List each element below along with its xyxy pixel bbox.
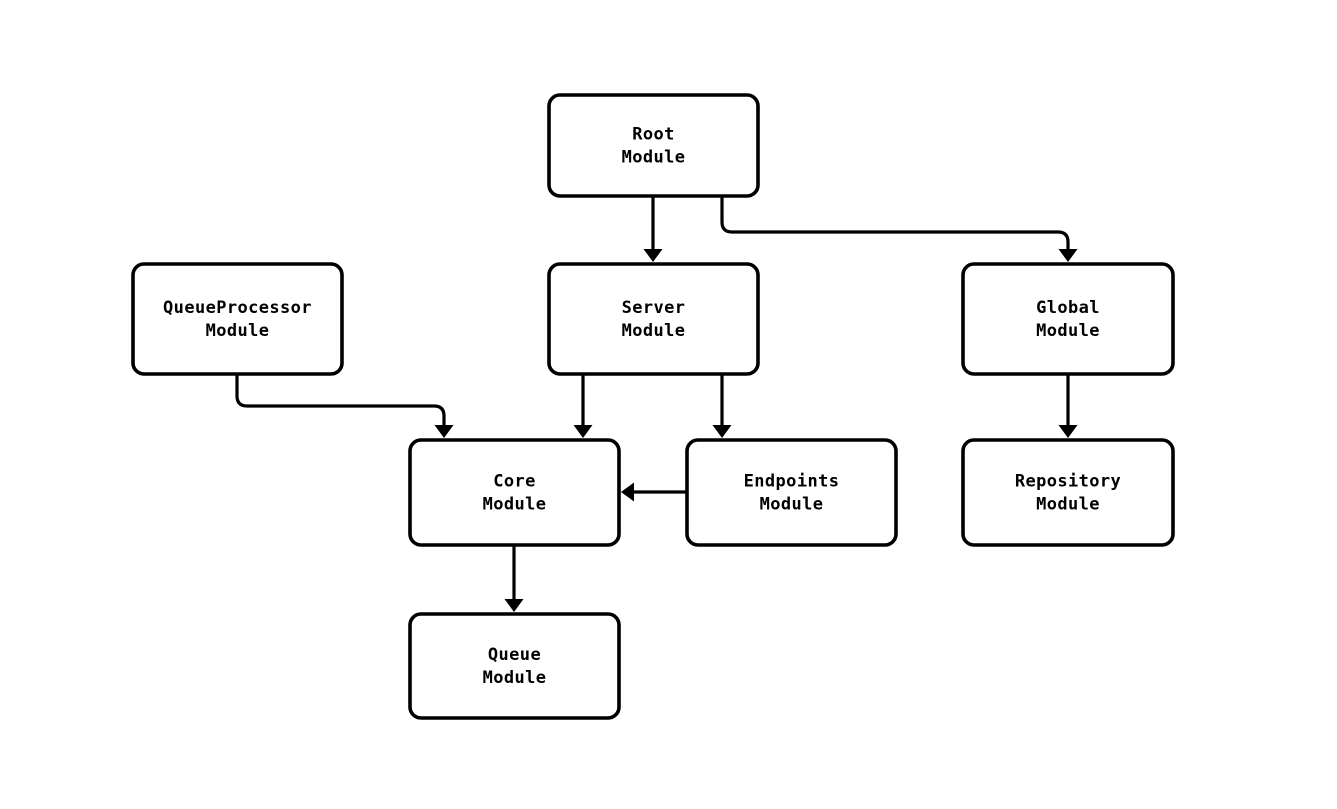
repository-module-node-label-line2: Module xyxy=(1036,495,1100,515)
edge-endpoints-to-core xyxy=(621,482,687,502)
edge-server-to-core-arrowhead-icon xyxy=(573,425,593,438)
edge-core-to-queue xyxy=(504,545,524,612)
core-module-node-label-line1: Core xyxy=(493,472,536,492)
global-module-node-box[interactable] xyxy=(961,262,1175,376)
edge-root-to-server-arrowhead-icon xyxy=(643,249,663,262)
endpoints-module-node-label-line1: Endpoints xyxy=(744,472,840,492)
queue-module-node-label-line2: Module xyxy=(483,668,547,688)
edge-root-to-global xyxy=(720,196,1078,262)
queue-module-node-label-line1: Queue xyxy=(488,645,541,665)
edge-root-to-global-arrowhead-icon xyxy=(1058,249,1078,262)
queueprocessor-module-node-box[interactable] xyxy=(131,262,344,376)
edges-layer xyxy=(235,196,1078,612)
edge-queueprocessor-to-core-arrowhead-icon xyxy=(434,425,454,438)
edge-endpoints-to-core-arrowhead-icon xyxy=(621,482,634,502)
core-module-node-label-line2: Module xyxy=(483,495,547,515)
core-module-node-box[interactable] xyxy=(408,438,621,547)
edge-server-to-endpoints-arrowhead-icon xyxy=(712,425,732,438)
edge-root-to-global-line xyxy=(720,196,1070,252)
edge-root-to-server xyxy=(643,196,663,262)
nodes-layer: RootModuleQueueProcessorModuleServerModu… xyxy=(131,93,1175,720)
global-module-node-label-line2: Module xyxy=(1036,321,1100,341)
edge-core-to-queue-arrowhead-icon xyxy=(504,599,524,612)
endpoints-module-node-label-line2: Module xyxy=(760,495,824,515)
repository-module-node-box[interactable] xyxy=(961,438,1175,547)
server-module-node-label-line1: Server xyxy=(622,298,686,318)
root-module-node-box[interactable] xyxy=(547,93,760,198)
queueprocessor-module-node-label-line1: QueueProcessor xyxy=(163,298,312,318)
root-module-node-label-line2: Module xyxy=(622,148,686,168)
edge-queueprocessor-to-core-line xyxy=(235,374,446,428)
server-module-node-label-line2: Module xyxy=(622,321,686,341)
queueprocessor-module-node-label-line2: Module xyxy=(206,321,270,341)
edge-queueprocessor-to-core xyxy=(235,374,454,438)
global-module-node-label-line1: Global xyxy=(1036,298,1100,318)
root-module-node-label-line1: Root xyxy=(632,125,675,145)
server-module-node-box[interactable] xyxy=(547,262,760,376)
edge-global-to-repository-arrowhead-icon xyxy=(1058,425,1078,438)
endpoints-module-node-box[interactable] xyxy=(685,438,898,547)
repository-module-node-label-line1: Repository xyxy=(1015,472,1121,492)
edge-server-to-core xyxy=(573,374,593,438)
queue-module-node-box[interactable] xyxy=(408,612,621,720)
edge-server-to-endpoints xyxy=(712,374,732,438)
edge-global-to-repository xyxy=(1058,374,1078,438)
